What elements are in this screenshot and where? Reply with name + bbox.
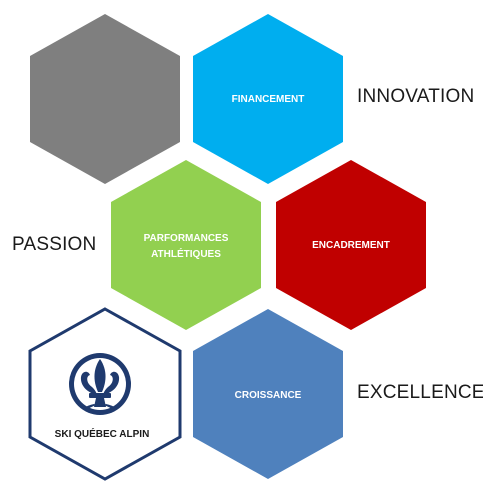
encadrement-label: ENCADREMENT — [312, 240, 390, 251]
logo-text: SKI QUÉBEC ALPIN — [55, 427, 150, 440]
performances-label-line1: PARFORMANCES — [144, 233, 229, 244]
word-excellence: EXCELLENCE — [357, 382, 483, 403]
word-innovation: INNOVATION — [357, 86, 475, 107]
hexagon-financement: FINANCEMENT — [193, 14, 343, 184]
fleur-de-lis-icon — [80, 359, 120, 409]
ski-quebec-logo — [69, 353, 131, 415]
hexagon-performances: PARFORMANCES ATHLÉTIQUES — [111, 160, 261, 330]
hexagon-encadrement: ENCADREMENT — [276, 160, 426, 330]
hexagon-gray — [30, 14, 180, 184]
hexagon-croissance: CROISSANCE — [193, 309, 343, 479]
performances-label-line2: ATHLÉTIQUES — [151, 247, 221, 260]
word-passion: PASSION — [12, 234, 97, 255]
financement-label: FINANCEMENT — [232, 94, 305, 105]
hexagon-logo: SKI QUÉBEC ALPIN — [28, 307, 182, 481]
croissance-label: CROISSANCE — [235, 390, 302, 401]
